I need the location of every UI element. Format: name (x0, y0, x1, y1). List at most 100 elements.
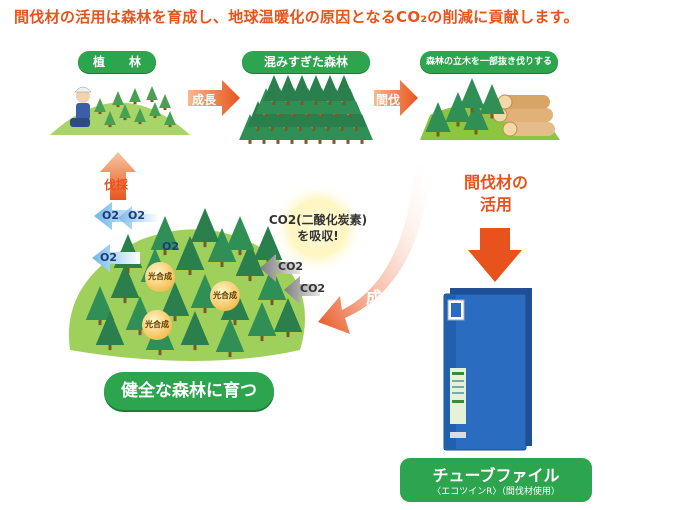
tree-trunk (248, 276, 252, 282)
thinning-arrow (374, 80, 418, 116)
tree-trunk (290, 140, 294, 144)
tree-trunk (340, 127, 344, 131)
tree-trunk (168, 125, 172, 128)
tree-trunk (173, 316, 177, 322)
tree-icon (94, 98, 106, 112)
tree-trunk (123, 298, 127, 304)
tree-trunk (150, 100, 154, 103)
tree-trunk (272, 101, 276, 105)
tree-trunk (116, 105, 120, 108)
tree-trunk (348, 114, 352, 118)
o2-label-3: O2 (100, 251, 118, 264)
tree-trunk (248, 140, 252, 144)
growth-arc-arrow (318, 165, 432, 334)
o2-label-2: O2 (128, 209, 146, 222)
tree-trunk (133, 102, 137, 105)
tree-trunk (278, 114, 282, 118)
tree-icon (333, 75, 355, 101)
co2-absorb-line-1: CO2(二酸化炭素) (268, 213, 368, 227)
tree-icon (95, 311, 125, 345)
tree-icon (150, 216, 180, 250)
tree-trunk (98, 320, 102, 326)
headline: 間伐材の活用は森林を育成し、地球温暖化の原因となるCO₂の削減に貢献します。 (14, 8, 579, 26)
tree-trunk (456, 122, 460, 127)
tree-trunk (203, 308, 207, 314)
tree-trunk (203, 242, 207, 248)
tree-icon (479, 84, 505, 114)
tree-trunk (98, 112, 102, 115)
tree-icon (159, 94, 171, 108)
tree-icon (180, 311, 210, 345)
tree-trunk (238, 250, 242, 256)
tree-trunk (153, 116, 157, 119)
tree-trunk (262, 140, 266, 144)
tree-icon (445, 92, 471, 122)
o2-label-4: O2 (162, 240, 180, 253)
tree-trunk (490, 114, 494, 119)
co2-label-2: CO2 (300, 282, 326, 295)
tree-icon (459, 78, 485, 108)
use-arrow (468, 228, 522, 282)
tree-trunk (284, 127, 288, 131)
tree-trunk (193, 345, 197, 351)
tree-trunk (286, 332, 290, 338)
tree-trunk (256, 127, 260, 131)
tree-icon (319, 75, 341, 101)
tree-trunk (158, 350, 162, 356)
product-label-box (400, 458, 592, 502)
product-name: チューブファイル (432, 466, 560, 485)
tree-icon (215, 318, 245, 352)
seedlings-icon (94, 86, 176, 128)
overcrowded-forest-icon (239, 75, 373, 144)
tree-icon (104, 111, 116, 125)
tree-trunk (304, 140, 308, 144)
tree-trunk (470, 108, 474, 113)
tree-trunk (298, 127, 302, 131)
tree-trunk (228, 352, 232, 358)
photosynthesis-badge-1: 光合成 (145, 262, 175, 292)
tree-trunk (328, 101, 332, 105)
co2-arrows (260, 254, 320, 304)
tree-icon (257, 266, 287, 300)
farmer-icon (70, 86, 92, 127)
harvest-label: 伐採 (104, 178, 129, 192)
tree-trunk (220, 262, 224, 268)
tree-trunk (314, 101, 318, 105)
tree-trunk (108, 125, 112, 128)
tree-trunk (188, 270, 192, 276)
tree-trunk (326, 127, 330, 131)
o2-label-1: O2 (102, 209, 120, 222)
tree-trunk (312, 127, 316, 131)
tree-trunk (123, 118, 127, 121)
tree-icon (235, 242, 265, 276)
tree-icon (425, 102, 451, 132)
tree-trunk (306, 114, 310, 118)
use-thinned-line-1: 間伐材の (463, 173, 528, 192)
tree-icon (277, 75, 299, 101)
thinning-label: 間伐 (376, 93, 401, 107)
tree-trunk (260, 336, 264, 342)
tree-trunk (138, 330, 142, 336)
stage-thinning-label: 森林の立木を一部抜き伐りする (420, 51, 558, 73)
tree-icon (463, 100, 489, 130)
tree-icon (273, 298, 303, 332)
use-thinned-line-2: 活用 (479, 195, 512, 214)
tube-file-binder-icon (443, 288, 532, 451)
tree-icon (247, 302, 277, 336)
tree-icon (149, 102, 161, 116)
tree-icon (112, 91, 124, 105)
product-note: 〈エコツインR〉（間伐材使用） (432, 487, 560, 497)
tree-trunk (270, 300, 274, 306)
tree-icon (129, 88, 141, 102)
tree-icon (190, 208, 220, 242)
co2-absorb-text: CO2(二酸化炭素) を吸収! (262, 212, 374, 244)
tree-icon (225, 216, 255, 250)
harvest-arrow (100, 152, 136, 200)
co2-label-1: CO2 (278, 260, 304, 273)
planting-scene (50, 86, 190, 135)
tree-trunk (108, 345, 112, 351)
tree-icon (110, 264, 140, 298)
thinned-forest-icon (420, 78, 560, 140)
tree-icon (164, 111, 176, 125)
tree-trunk (163, 108, 167, 111)
